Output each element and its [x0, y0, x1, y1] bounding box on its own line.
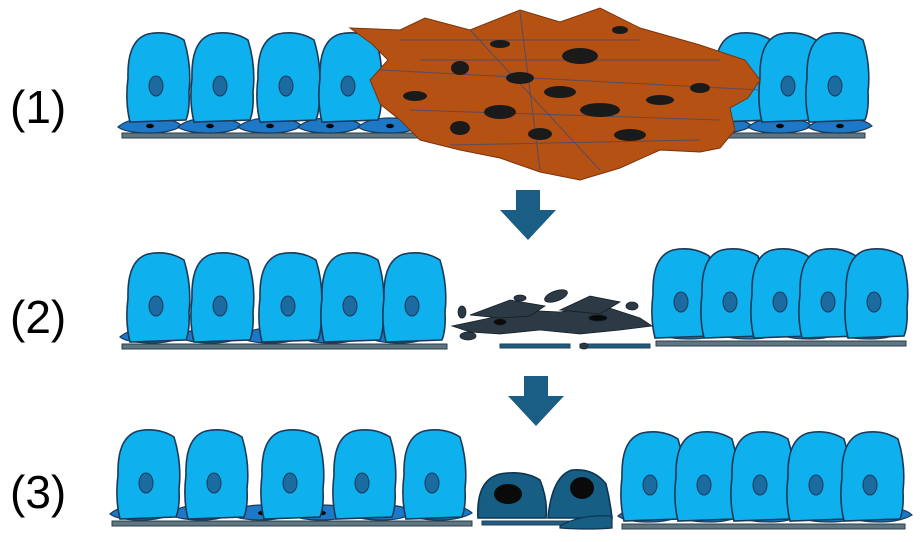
basement-membrane-fragment	[579, 343, 651, 349]
cell-debris	[450, 289, 654, 350]
basement-membrane-right	[621, 523, 906, 530]
invading-nuclei	[403, 26, 710, 141]
row-3-epithelium	[109, 429, 913, 530]
step-3-label: (3)	[10, 466, 66, 518]
basement-membrane-left	[111, 520, 473, 527]
row-2-epithelium	[119, 248, 909, 350]
regenerating-cells	[477, 468, 613, 530]
invading-cell-mass	[348, 7, 761, 181]
basement-membrane-fragment	[499, 343, 571, 349]
down-arrow-icon	[508, 376, 564, 426]
basement-membrane-right	[655, 340, 907, 347]
step-1-label: (1)	[10, 81, 66, 133]
down-arrow-icon	[500, 190, 556, 240]
step-2-label: (2)	[10, 291, 66, 343]
basement-membrane-left	[121, 343, 448, 350]
row-1-epithelium	[117, 7, 873, 181]
